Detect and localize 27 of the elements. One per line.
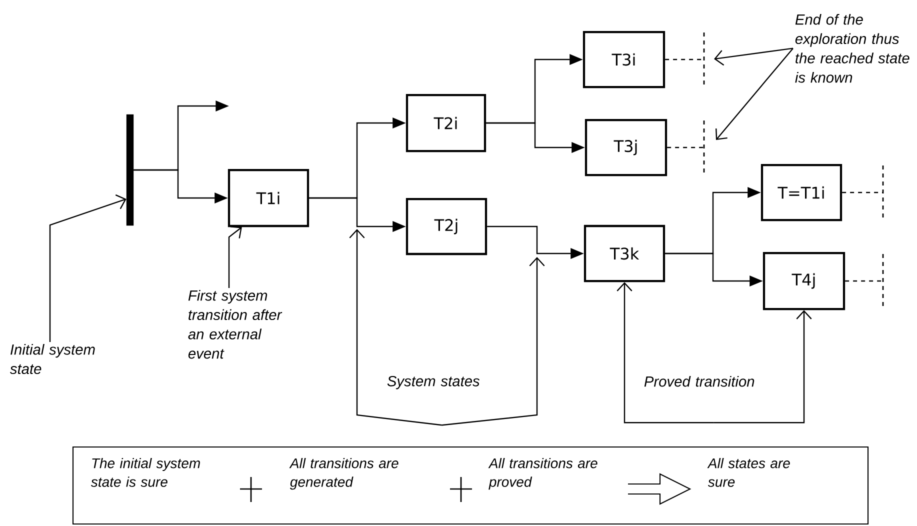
- annotation-text: End of the exploration thus the reached state is known: [795, 14, 910, 83]
- leader-line: [616, 282, 714, 424]
- annotation-text: Initial system state: [10, 344, 95, 374]
- transition-box: T3k: [584, 224, 666, 282]
- transition-box: T4j: [762, 252, 846, 310]
- dashed-line: [845, 280, 883, 282]
- transition-box: T2i: [406, 94, 486, 152]
- annotation-text: System states: [387, 376, 480, 390]
- summary-box: The initial system state is sure All transitions are generated All transitions are proved All states are sure: [72, 446, 869, 525]
- leader-line: [228, 226, 242, 288]
- dashed-line: [665, 58, 704, 60]
- transition-box: T3j: [584, 118, 668, 176]
- leader-line: [349, 229, 442, 426]
- leader-line: [716, 48, 794, 140]
- dashed-line: [842, 192, 883, 194]
- transition-box: T=T1i: [760, 164, 842, 222]
- transition-box: T3i: [582, 30, 666, 88]
- leader-line: [714, 48, 794, 66]
- leader-line: [49, 194, 126, 342]
- transition-box: T2j: [406, 198, 488, 256]
- annotation-text: Proved transition: [644, 376, 754, 387]
- state-bar: [126, 114, 134, 226]
- transition-box: T1i: [228, 168, 310, 228]
- leader-line: [714, 310, 812, 424]
- dashed-line: [667, 146, 704, 148]
- leader-line: [442, 257, 545, 426]
- annotation-text: First system transition after an external event: [188, 290, 282, 359]
